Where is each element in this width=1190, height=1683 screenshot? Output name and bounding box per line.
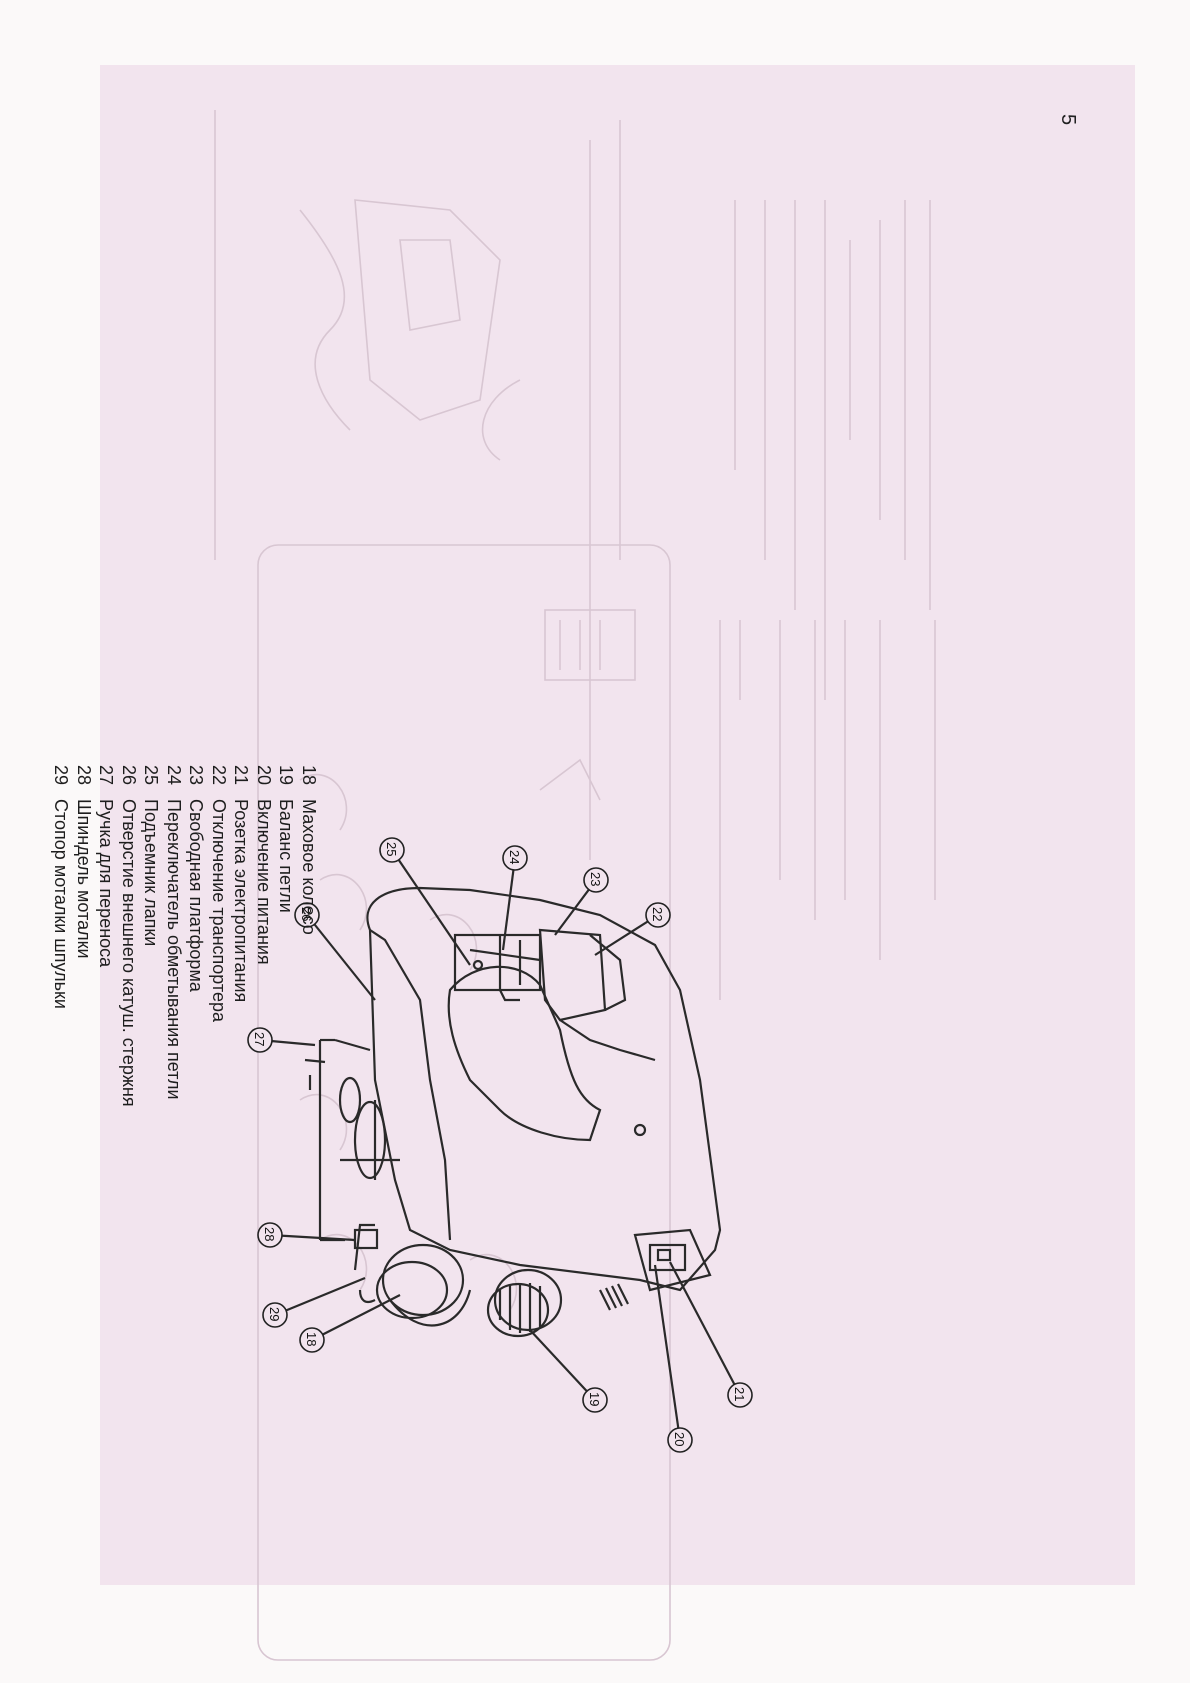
callout-21: 21 [727, 1382, 753, 1408]
document-sheet [100, 65, 1135, 1585]
callout-22: 22 [645, 902, 671, 928]
svg-text:28: 28 [262, 1227, 277, 1241]
list-item: 23 Свободная платформа [185, 765, 208, 1155]
callout-27: 27 [247, 1027, 273, 1053]
part-label: Маховое колесо [299, 799, 319, 935]
callout-26: 26 [294, 902, 320, 928]
list-item: 27 Ручка для переноса [95, 765, 118, 1155]
part-label: Ручка для переноса [96, 799, 117, 968]
svg-text:20: 20 [672, 1432, 687, 1446]
svg-text:21: 21 [732, 1387, 747, 1401]
svg-text:22: 22 [650, 907, 665, 921]
parts-legend: 18 Маховое колесо 19 Баланс петли 20 Вкл… [50, 765, 320, 1155]
part-number: 26 [119, 765, 139, 786]
list-item: 22 Отключение транспортера [208, 765, 231, 1155]
callout-25: 25 [379, 837, 405, 863]
svg-text:18: 18 [304, 1332, 319, 1346]
part-label: Свободная платформа [186, 799, 207, 992]
part-label: Отключение транспортера [209, 799, 229, 1022]
part-label: Включение питания [254, 799, 274, 965]
part-label: Отверстие внешнего катуш. стержня [119, 799, 139, 1107]
callout-24: 24 [502, 845, 528, 871]
part-number: 22 [209, 765, 229, 786]
svg-text:26: 26 [299, 907, 314, 921]
part-label: Переключатель обметывания петли [164, 799, 184, 1100]
callout-29: 29 [262, 1302, 288, 1328]
list-item: 28 Шпиндель моталки [73, 765, 96, 1155]
part-label: Баланс петли [276, 799, 297, 913]
leader-lines [259, 849, 741, 1441]
svg-text:27: 27 [252, 1032, 267, 1046]
callout-20: 20 [667, 1427, 693, 1453]
callout-28: 28 [257, 1222, 283, 1248]
part-label: Подъемник лапки [141, 799, 162, 947]
part-number: 24 [164, 765, 184, 786]
svg-text:29: 29 [267, 1307, 282, 1321]
list-item: 25 Подъемник лапки [140, 765, 163, 1155]
part-label: Розетка электропитания [231, 799, 252, 1003]
svg-text:23: 23 [588, 872, 603, 886]
part-number: 18 [299, 765, 319, 786]
callout-19: 19 [582, 1387, 608, 1413]
svg-text:24: 24 [507, 850, 522, 864]
list-item: 21 Розетка электропитания [230, 765, 253, 1155]
list-item: 26 Отверстие внешнего катуш. стержня [118, 765, 141, 1155]
svg-text:25: 25 [384, 842, 399, 856]
part-number: 20 [254, 765, 274, 786]
callout-18: 18 [299, 1327, 325, 1353]
list-item: 29 Стопор моталки шпульки [50, 765, 73, 1155]
part-number: 28 [74, 765, 94, 786]
part-number: 29 [51, 765, 72, 786]
part-label: Стопор моталки шпульки [51, 799, 72, 1009]
machine-body [304, 886, 722, 1338]
list-item: 20 Включение питания [253, 765, 276, 1155]
page-number: 5 [1057, 113, 1080, 126]
part-number: 21 [231, 765, 252, 786]
svg-text:19: 19 [587, 1392, 602, 1406]
list-item: 19 Баланс петли [275, 765, 298, 1155]
part-label: Шпиндель моталки [74, 799, 94, 959]
part-number: 25 [141, 765, 162, 786]
list-item: 24 Переключатель обметывания петли [163, 765, 186, 1155]
callout-23: 23 [583, 867, 609, 893]
part-number: 23 [186, 765, 207, 786]
list-item: 18 Маховое колесо [298, 765, 321, 1155]
part-number: 27 [96, 765, 117, 786]
part-number: 19 [276, 765, 297, 786]
